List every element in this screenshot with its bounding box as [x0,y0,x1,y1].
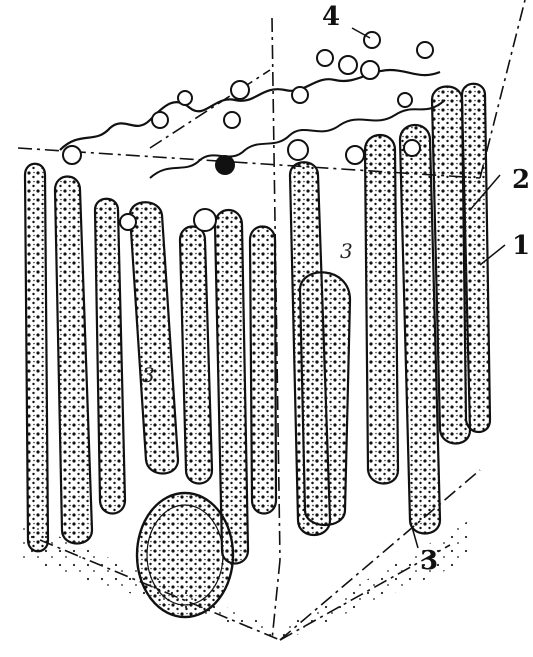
dark-cell [215,155,235,175]
inner-label-b: 3 [142,363,155,387]
crypt [137,493,233,617]
callout-3: 3 [420,548,438,574]
callout-2: 2 [512,167,530,193]
villi [25,84,490,564]
callout-1: 1 [512,233,530,259]
callout-4: 4 [322,4,340,30]
inner-label-a: 3 [340,239,353,263]
